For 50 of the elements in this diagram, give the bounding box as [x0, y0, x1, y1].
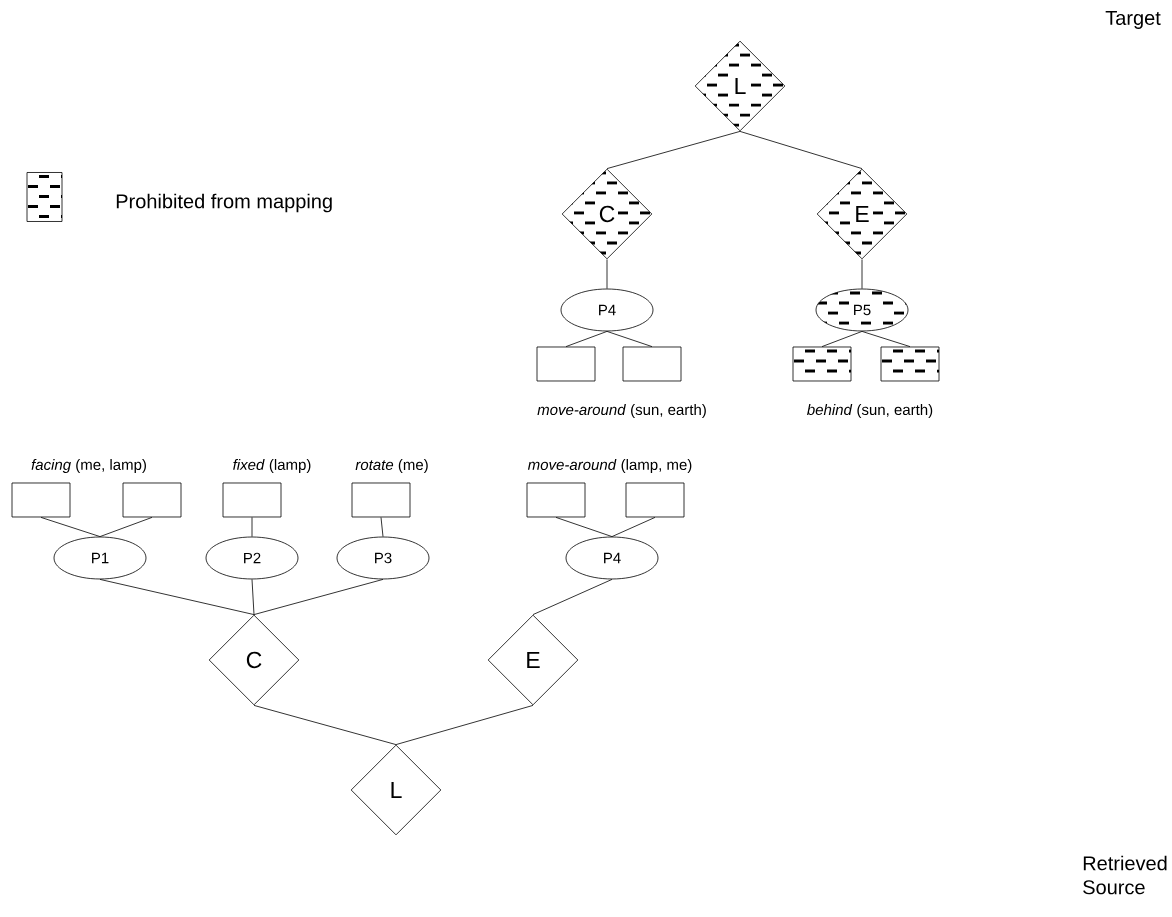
ellipse-node: P4: [565, 536, 659, 580]
text-label: Retrieved Source: [1083, 855, 1167, 895]
connector-line: [861, 259, 863, 289]
connector-line: [555, 517, 613, 537]
box-node: [351, 482, 411, 518]
connector-line: [606, 131, 741, 169]
ellipse-node: P3: [336, 536, 430, 580]
connector-line: [380, 517, 384, 537]
ellipse-node: P5: [815, 288, 909, 332]
connector-line: [739, 131, 863, 169]
box-node: [622, 346, 682, 382]
connector-line: [99, 517, 153, 537]
box-node: [122, 482, 182, 518]
ellipse-node: P4: [560, 288, 654, 332]
diamond-node: E: [816, 168, 908, 260]
connector-line: [532, 579, 613, 615]
box-node: [11, 482, 71, 518]
text-label: move-around (lamp, me): [527, 459, 692, 473]
box-node: [222, 482, 282, 518]
legend-text: Prohibited from mapping: [116, 193, 332, 213]
connector-line: [395, 705, 534, 745]
text-label: behind (sun, earth): [807, 404, 933, 418]
connector-line: [821, 331, 863, 347]
diamond-node: E: [487, 614, 579, 706]
diamond-node: C: [561, 168, 653, 260]
ellipse-node: P2: [205, 536, 299, 580]
connector-line: [251, 517, 253, 537]
connector-line: [40, 517, 101, 537]
text-label: move-around (sun, earth): [537, 404, 706, 418]
text-label: fixed (lamp): [233, 459, 311, 473]
box-node: [536, 346, 596, 382]
diamond-node: L: [350, 744, 442, 836]
connector-line: [251, 579, 255, 615]
box-node: [526, 482, 586, 518]
text-label: facing (me, lamp): [31, 459, 146, 473]
ellipse-node: P1: [53, 536, 147, 580]
connector-line: [253, 705, 397, 745]
diamond-node: C: [208, 614, 300, 706]
box-node: [880, 346, 940, 382]
diamond-node: L: [694, 40, 786, 132]
connector-line: [253, 579, 384, 615]
box-node: [792, 346, 852, 382]
connector-line: [606, 331, 653, 347]
connector-line: [606, 259, 608, 289]
box-node: [625, 482, 685, 518]
connector-line: [99, 579, 255, 615]
connector-line: [861, 331, 911, 347]
connector-line: [611, 517, 656, 537]
connector-line: [565, 331, 608, 347]
text-label: Target: [1105, 11, 1161, 29]
